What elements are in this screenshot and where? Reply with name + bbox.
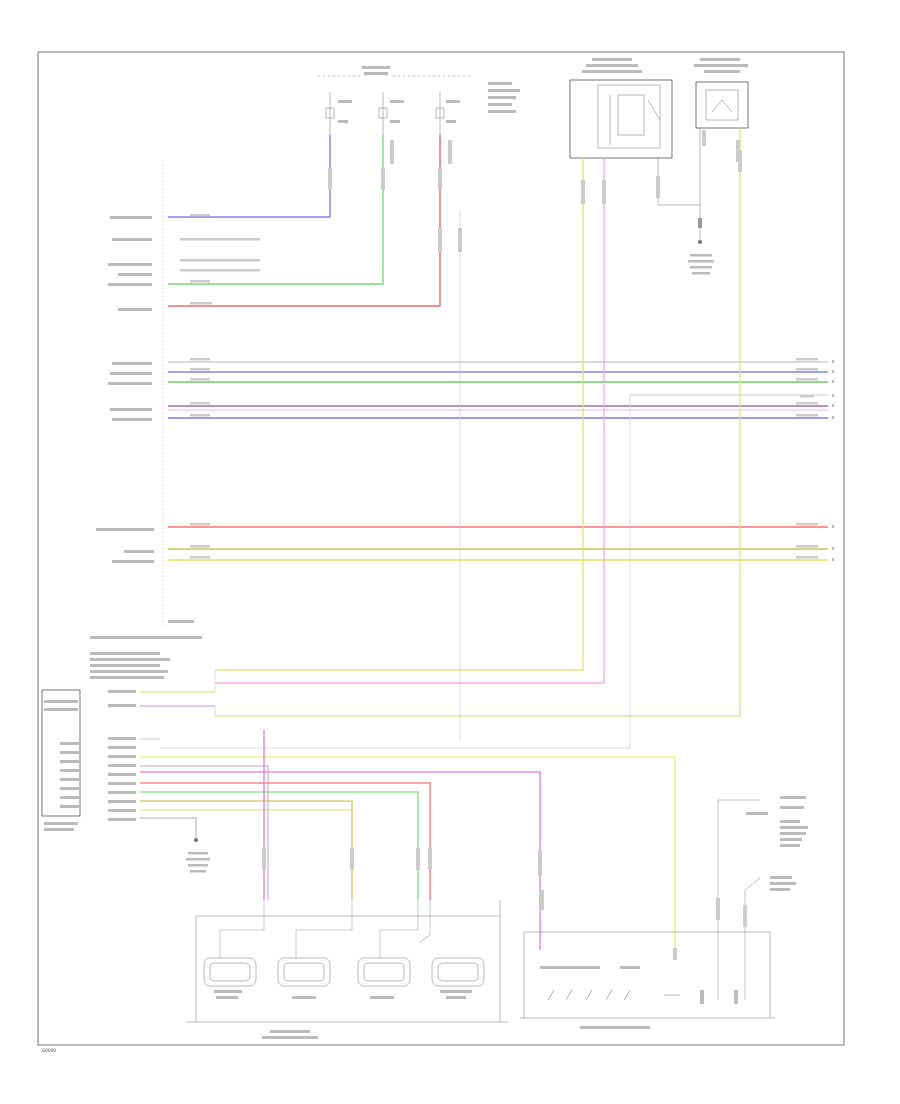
module-output-wires [140,670,676,950]
fuse-box-top [318,64,520,135]
lower-wire-labels [262,848,677,960]
relay-box-left [569,58,673,159]
wire-labels [180,140,818,559]
diagram-border [37,51,845,1046]
ground-label-left [186,852,210,873]
seat-heater-connectors [186,900,508,1039]
footer-code: G0000 [42,1048,56,1053]
right-terminal-ticks [832,360,834,561]
seat-heat-switch [520,796,808,1029]
connector-pin-column [162,160,194,628]
relay-box-right [694,58,749,129]
wire-runs [160,128,828,749]
relay-ground-wiring [657,128,740,275]
pin-labels-left [96,216,154,563]
left-module-block [41,636,202,831]
